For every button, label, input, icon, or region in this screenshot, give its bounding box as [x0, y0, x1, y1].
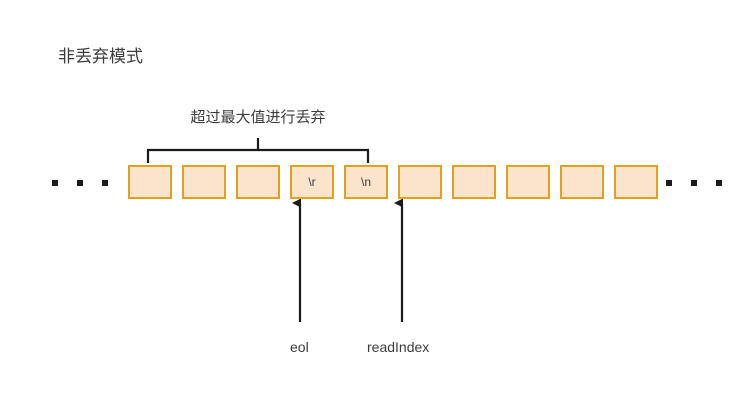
- ellipsis-dot: [77, 180, 83, 186]
- buffer-cell: [560, 165, 604, 199]
- buffer-cell: [398, 165, 442, 199]
- buffer-cell: [452, 165, 496, 199]
- buffer-cell-cr: \r: [290, 165, 334, 199]
- discard-bracket-label: 超过最大值进行丢弃: [190, 109, 326, 126]
- ellipsis-dot: [691, 180, 697, 186]
- pointer-label-eol: eol: [290, 339, 309, 355]
- buffer-cell: [614, 165, 658, 199]
- ellipsis-dot: [716, 180, 722, 186]
- discard-bracket: [146, 138, 370, 163]
- buffer-cell: [128, 165, 172, 199]
- pointer-label-readindex: readIndex: [367, 339, 430, 355]
- buffer-ellipsis-right: [666, 176, 722, 190]
- buffer-cell-lf: \n: [344, 165, 388, 199]
- buffer-cell: [236, 165, 280, 199]
- page-title: 非丢弃模式: [58, 47, 143, 66]
- buffer-cells: \r \n: [128, 165, 658, 199]
- buffer-cell: [182, 165, 226, 199]
- ellipsis-dot: [102, 180, 108, 186]
- buffer-cell: [506, 165, 550, 199]
- buffer-ellipsis-left: [52, 176, 108, 190]
- ellipsis-dot: [666, 180, 672, 186]
- ellipsis-dot: [52, 180, 58, 186]
